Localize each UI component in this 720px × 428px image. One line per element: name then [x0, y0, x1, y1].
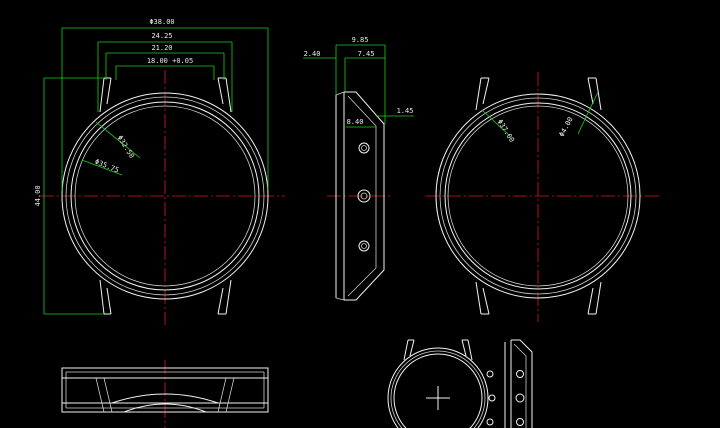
back-caseback-ring: [444, 102, 632, 290]
top-view-lugs: [95, 377, 235, 413]
back-case-outer-ring: [435, 93, 641, 299]
front-view: Φ38.00 24.25 21.20 18.00 +0.05 44.00 Φ32…: [34, 18, 285, 325]
side-crown: [357, 189, 371, 203]
label-inner-dia-2: Φ35.75: [94, 158, 120, 175]
front-lug-bottom-left: [99, 279, 112, 315]
label-lug-dia: Φ4.00: [558, 116, 575, 138]
top-view-crystal: [111, 393, 219, 413]
label-back-dia: Φ37.00: [496, 118, 516, 144]
front-dial-ring: [74, 105, 256, 287]
top-view-case-outline: [61, 367, 269, 413]
small-pusher-bottom: [486, 418, 494, 426]
small-side-crown: [515, 393, 525, 403]
back-lug-top-left: [475, 77, 490, 111]
small-side-view: [504, 339, 533, 428]
front-case-outer-ring: [61, 92, 269, 300]
back-case-ring-2: [439, 97, 637, 295]
front-lug-bottom-right: [217, 279, 232, 315]
small-crown: [488, 394, 496, 402]
back-view: Φ37.00 Φ4.00: [425, 72, 660, 322]
front-bezel-ring: [70, 101, 260, 291]
front-lug-top-right: [217, 77, 232, 113]
label-height: 44.00: [34, 185, 42, 206]
label-step: 1.45: [397, 107, 414, 115]
leader-lug-dia: [577, 91, 599, 135]
label-lug-outer: 24.25: [151, 32, 172, 40]
label-case-dia: Φ38.00: [149, 18, 174, 26]
back-lug-bottom-right: [587, 281, 602, 315]
leader-inner-dia-2: [81, 159, 123, 176]
label-lug-inner: 21.20: [151, 44, 172, 52]
small-front-view: [387, 339, 496, 428]
small-lug-left: [403, 339, 415, 361]
leader-inner-dia-1: [95, 121, 141, 159]
side-inner-contour: [347, 95, 377, 297]
small-side-pusher-top: [516, 370, 524, 378]
small-pusher-top: [486, 370, 494, 378]
side-case-outline: [335, 91, 385, 301]
small-side-pusher-bottom: [516, 418, 524, 426]
front-case-ring-2: [65, 96, 265, 296]
front-lug-top-left: [99, 77, 112, 113]
label-strap: 18.00 +0.05: [147, 57, 193, 65]
small-lug-right: [461, 339, 473, 361]
small-case-outer-ring: [387, 347, 489, 428]
side-pusher-bottom: [358, 240, 370, 252]
side-view: 9.85 2.40 7.45 1.45 8.40: [303, 36, 414, 301]
small-side-outline: [504, 339, 533, 428]
back-lug-top-right: [587, 77, 602, 111]
label-mid: 8.40: [347, 118, 364, 126]
leader-back-dia: [481, 109, 511, 137]
top-view: [61, 360, 269, 428]
label-bezel: 2.40: [304, 50, 321, 58]
label-inner-dia-1: Φ32.50: [116, 134, 136, 160]
side-pusher-top: [358, 142, 370, 154]
label-body: 7.45: [358, 50, 375, 58]
label-total: 9.85: [352, 36, 369, 44]
back-lug-bottom-left: [475, 281, 490, 315]
